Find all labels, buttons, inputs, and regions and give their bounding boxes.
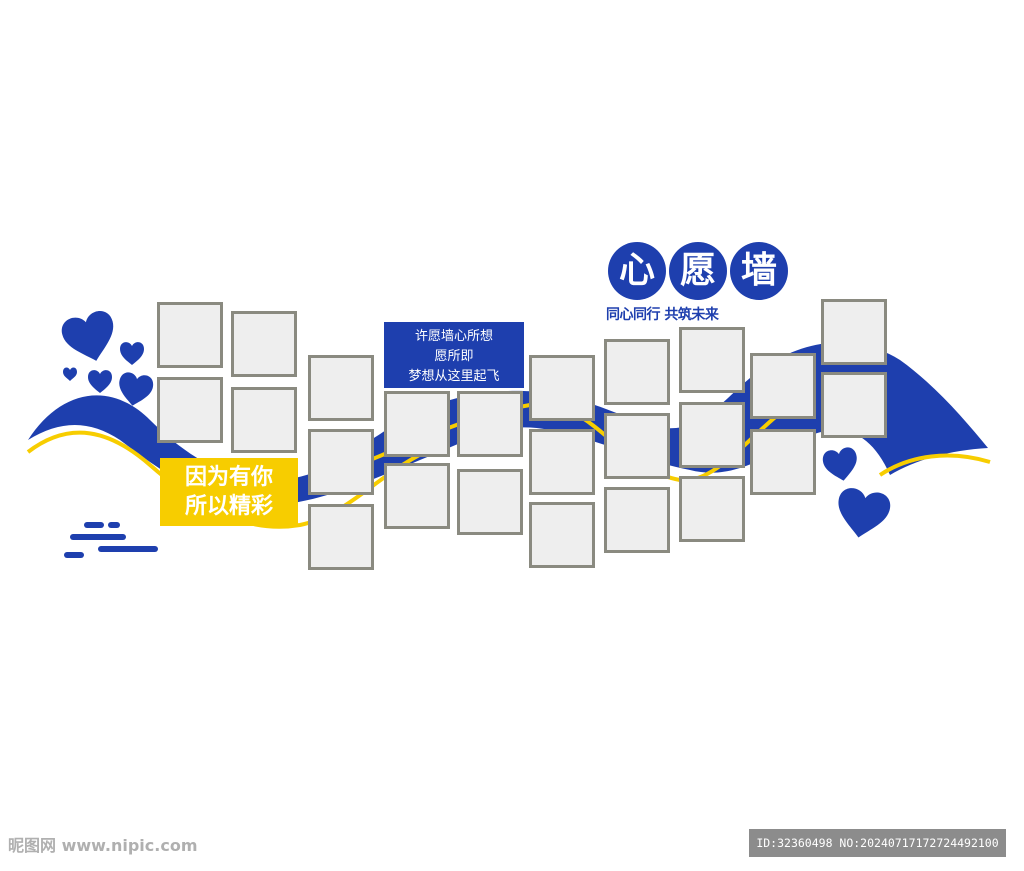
photo-frame <box>750 429 816 495</box>
photo-frame <box>384 463 450 529</box>
title-char-1: 心 <box>608 242 666 300</box>
heart-icon <box>838 488 891 538</box>
watermark-id: ID:32360498 NO:20240717172724492100 <box>749 829 1006 857</box>
photo-frame <box>529 355 595 421</box>
yellow-wave-line-right <box>878 453 991 477</box>
photo-frame <box>457 391 523 457</box>
photo-frame <box>384 391 450 457</box>
title-char-3: 墙 <box>730 242 788 300</box>
wish-line-1: 许愿墙心所想 <box>414 329 493 344</box>
heart-icon <box>88 370 112 393</box>
heart-icon <box>61 311 114 361</box>
photo-frame <box>821 372 887 438</box>
heart-icon <box>822 447 857 481</box>
subtitle: 同心同行 共筑未来 <box>606 307 719 323</box>
photo-frame <box>157 377 223 443</box>
photo-frame <box>679 402 745 468</box>
photo-frame <box>231 387 297 453</box>
photo-frame <box>308 355 374 421</box>
photo-frame <box>157 302 223 368</box>
photo-frame <box>604 487 670 553</box>
slogan-line-2: 所以精彩 <box>184 494 273 519</box>
wish-banner-blue: 许愿墙心所想 愿所即 梦想从这里起飞 <box>384 322 524 388</box>
watermark-left: 昵图网 www.nipic.com <box>8 836 198 855</box>
slogan-banner-yellow: 因为有你 所以精彩 <box>160 458 298 526</box>
photo-frame <box>231 311 297 377</box>
photo-frame <box>529 429 595 495</box>
photo-frame <box>679 476 745 542</box>
photo-frame <box>308 504 374 570</box>
heart-icon <box>119 372 154 406</box>
photo-frame <box>457 469 523 535</box>
wish-line-3: 梦想从这里起飞 <box>408 369 500 384</box>
slogan-line-1: 因为有你 <box>184 465 273 490</box>
photo-frame <box>308 429 374 495</box>
photo-frame <box>750 353 816 419</box>
heart-icon <box>120 342 144 365</box>
photo-frame <box>679 327 745 393</box>
title-char-2: 愿 <box>669 242 727 300</box>
photo-frame <box>604 339 670 405</box>
photo-frame <box>821 299 887 365</box>
heart-icon <box>63 367 77 381</box>
wish-line-2: 愿所即 <box>434 349 474 364</box>
photo-frame <box>604 413 670 479</box>
photo-frame <box>529 502 595 568</box>
dash-lines <box>64 522 158 558</box>
